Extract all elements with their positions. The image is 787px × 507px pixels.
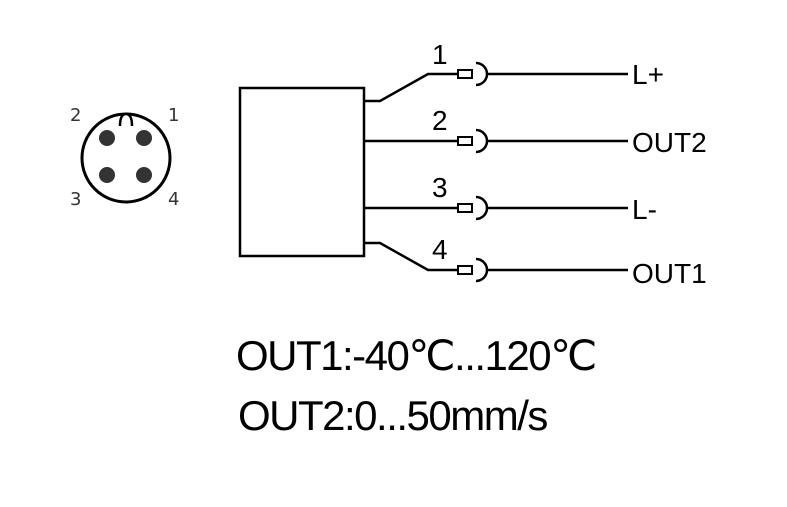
wire-number-1: 1 — [432, 39, 448, 70]
wire-4-terminal-cup — [475, 257, 489, 283]
wire-4-terminal-pin — [457, 265, 473, 275]
connector-outer-ring — [80, 112, 172, 204]
wire-3: 3 L- — [364, 172, 657, 225]
wire-4: 4 OUT1 — [364, 234, 707, 289]
wire-number-2: 2 — [432, 105, 448, 136]
wire-1-line — [364, 72, 460, 103]
wire-label-out1: OUT1 — [632, 258, 707, 289]
wire-1: 1 L+ — [364, 39, 664, 103]
connector-pin-4 — [136, 167, 152, 183]
connector-face: 2 1 3 4 — [70, 105, 179, 210]
wire-1-terminal-cup — [475, 61, 489, 87]
wire-1-terminal-pin — [457, 69, 473, 79]
wire-label-out2: OUT2 — [632, 127, 707, 158]
wire-2-terminal-pin — [457, 136, 473, 146]
connector-pin-2 — [99, 130, 115, 146]
connector-key-notch — [118, 112, 134, 127]
wire-3-terminal-pin — [457, 203, 473, 213]
connector-pin-3 — [99, 167, 115, 183]
wire-number-4: 4 — [432, 234, 448, 265]
spec-out1-range: OUT1:-40℃...120℃ — [236, 332, 596, 379]
wire-2: 2 OUT2 — [364, 105, 707, 158]
device-body — [238, 86, 366, 258]
wire-2-terminal-cup — [475, 128, 489, 154]
wire-4-line — [364, 241, 460, 272]
pin-label-3: 3 — [70, 189, 81, 210]
wire-label-l-minus: L- — [632, 194, 657, 225]
pin-label-1: 1 — [168, 105, 179, 126]
wire-number-3: 3 — [432, 172, 448, 203]
pin-label-2: 2 — [70, 105, 81, 126]
wire-3-terminal-cup — [475, 195, 489, 221]
wire-label-l-plus: L+ — [632, 59, 664, 90]
connector-pin-1 — [136, 130, 152, 146]
pin-label-4: 4 — [168, 189, 179, 210]
spec-out2-range: OUT2:0...50mm/s — [238, 392, 547, 439]
